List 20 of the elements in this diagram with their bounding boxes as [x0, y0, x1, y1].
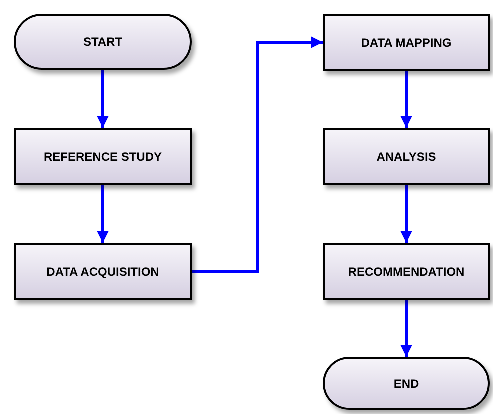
- arrow: [192, 36, 323, 273]
- terminal-shape: [14, 14, 192, 70]
- arrow: [400, 185, 412, 243]
- terminal-shape: [323, 357, 490, 410]
- node-label: RECOMMENDATION: [348, 264, 465, 280]
- node-label: END: [394, 376, 420, 392]
- arrow: [400, 71, 412, 128]
- node-label: DATA MAPPING: [361, 34, 452, 52]
- node-label: START: [83, 34, 123, 51]
- node-label: DATA ACQUISITION: [46, 264, 160, 280]
- node-label: ANALYSIS: [376, 148, 436, 166]
- arrow: [97, 185, 109, 243]
- process-box: [14, 243, 192, 300]
- node-label: REFERENCE STUDY: [44, 148, 162, 166]
- process-box: [323, 14, 490, 71]
- arrow: [400, 300, 412, 357]
- process-box: [14, 128, 192, 185]
- process-box: [323, 243, 490, 300]
- process-box: [323, 128, 490, 185]
- arrow: [97, 70, 109, 128]
